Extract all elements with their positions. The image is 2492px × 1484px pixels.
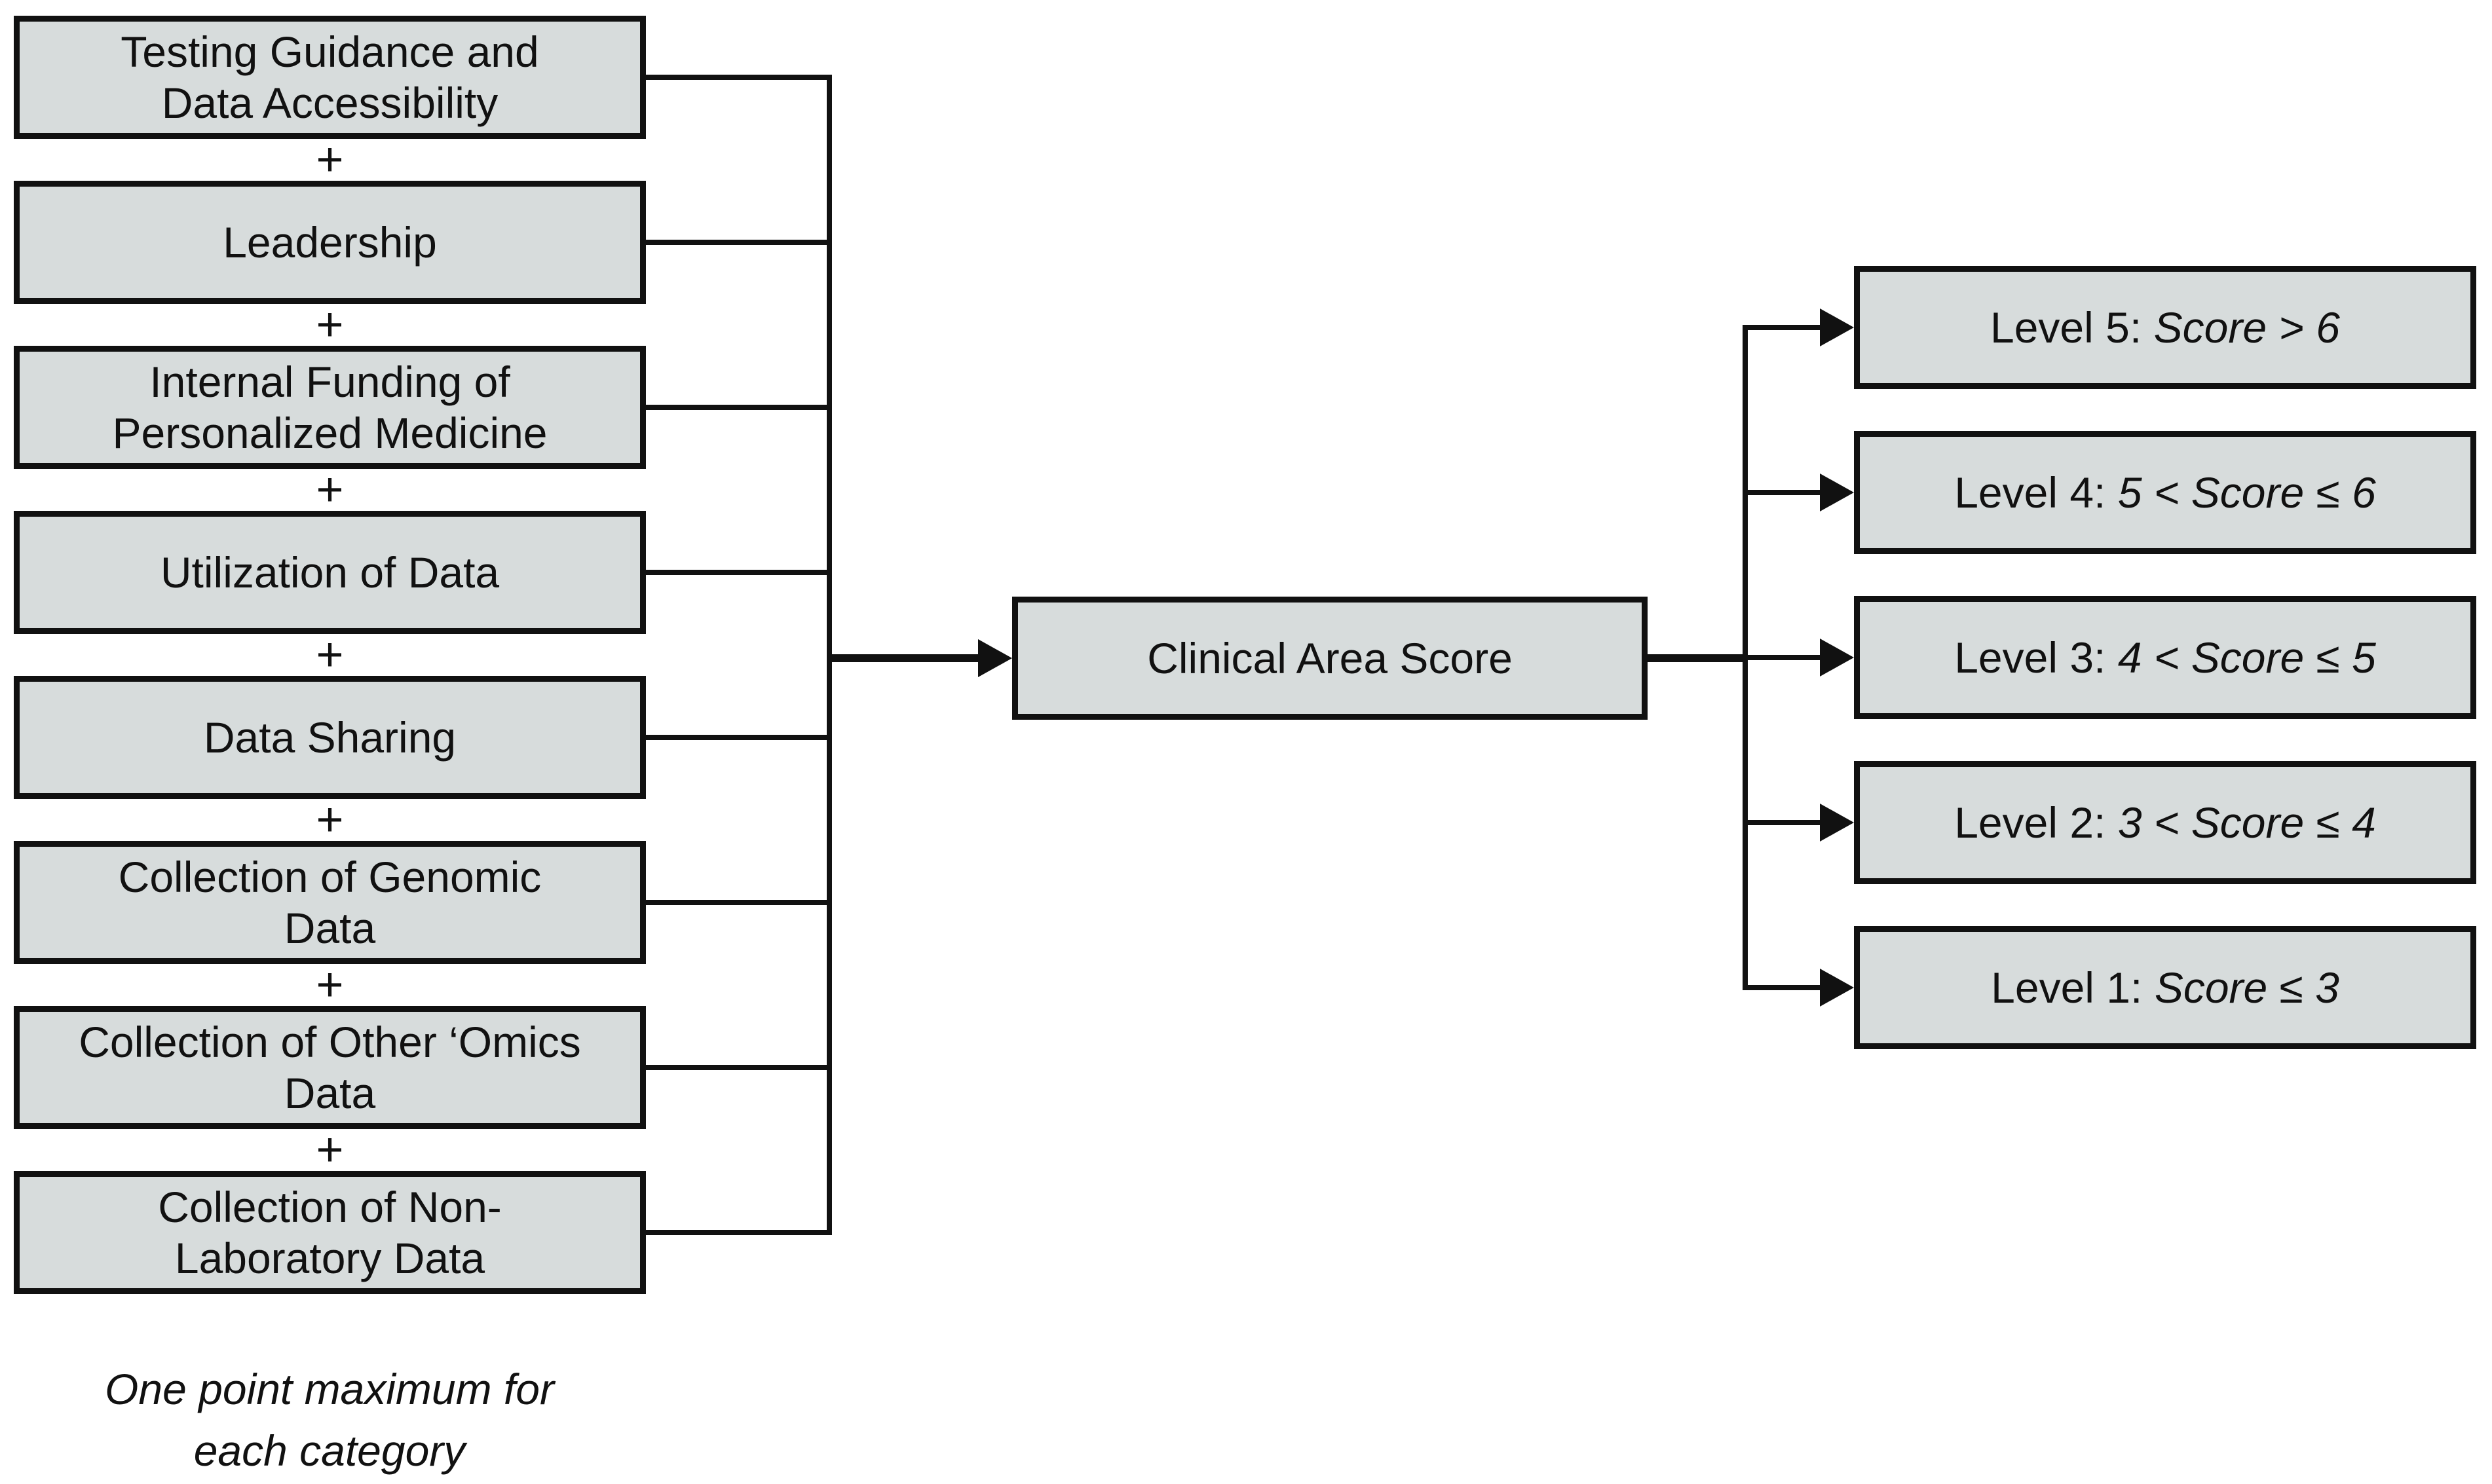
- level-condition: 4 < Score ≤ 5: [2117, 633, 2376, 682]
- plus-sign: +: [316, 299, 344, 351]
- plus-sign: +: [316, 629, 344, 681]
- plus-sign: +: [316, 959, 344, 1011]
- connector-line: [642, 900, 832, 905]
- level-label: Level 1:: [1991, 963, 2143, 1012]
- level-label: Level 2:: [1954, 798, 2106, 847]
- level-label: Level 5:: [1990, 303, 2142, 352]
- flow-node-level-2: Level 2:3 < Score ≤ 4: [1854, 761, 2476, 884]
- connector-line: [1743, 985, 1822, 990]
- plus-sign: +: [316, 1124, 344, 1176]
- level-label: Level 3:: [1954, 633, 2106, 682]
- flow-node-internal-funding: Internal Funding of Personalized Medicin…: [14, 346, 646, 469]
- connector-line: [1743, 325, 1822, 330]
- footnote: One point maximum for each category: [38, 1358, 621, 1481]
- footnote-line-2: each category: [193, 1426, 466, 1475]
- flow-node-other-omics-data: Collection of Other ‘Omics Data: [14, 1006, 646, 1129]
- center-output-line: [1648, 654, 1748, 662]
- level-condition: Score > 6: [2153, 303, 2340, 352]
- flow-node-leadership: Leadership: [14, 181, 646, 304]
- arrowhead-icon: [1820, 308, 1854, 346]
- connector-line: [1743, 655, 1822, 660]
- connector-line: [642, 570, 832, 575]
- plus-sign: +: [316, 134, 344, 186]
- level-label: Level 4:: [1954, 468, 2106, 517]
- flow-node-testing-guidance: Testing Guidance and Data Accessibility: [14, 16, 646, 139]
- arrowhead-icon: [978, 639, 1012, 677]
- level-condition: Score ≤ 3: [2154, 963, 2339, 1012]
- arrowhead-icon: [1820, 804, 1854, 842]
- flow-node-clinical-area-score: Clinical Area Score: [1012, 597, 1648, 720]
- plus-sign: +: [316, 464, 344, 516]
- connector-line: [642, 1065, 832, 1070]
- main-arrow-line: [827, 654, 981, 662]
- flow-node-utilization-of-data: Utilization of Data: [14, 511, 646, 634]
- connector-line: [642, 1230, 832, 1235]
- flow-node-non-laboratory-data: Collection of Non- Laboratory Data: [14, 1171, 646, 1294]
- connector-line: [642, 735, 832, 740]
- level-condition: 5 < Score ≤ 6: [2117, 468, 2376, 517]
- plus-sign: +: [316, 794, 344, 846]
- arrowhead-icon: [1820, 969, 1854, 1007]
- flow-node-genomic-data: Collection of Genomic Data: [14, 841, 646, 964]
- flow-node-level-5: Level 5:Score > 6: [1854, 266, 2476, 389]
- flow-node-data-sharing: Data Sharing: [14, 676, 646, 799]
- flow-node-level-4: Level 4:5 < Score ≤ 6: [1854, 431, 2476, 554]
- arrowhead-icon: [1820, 473, 1854, 511]
- footnote-line-1: One point maximum for: [105, 1365, 554, 1413]
- connector-line: [642, 240, 832, 245]
- connector-line: [1743, 820, 1822, 825]
- arrowhead-icon: [1820, 639, 1854, 677]
- level-condition: 3 < Score ≤ 4: [2117, 798, 2376, 847]
- connector-line: [1743, 490, 1822, 495]
- flow-node-level-1: Level 1:Score ≤ 3: [1854, 926, 2476, 1049]
- connector-line: [642, 75, 832, 80]
- flow-node-level-3: Level 3:4 < Score ≤ 5: [1854, 596, 2476, 719]
- connector-line: [642, 405, 832, 410]
